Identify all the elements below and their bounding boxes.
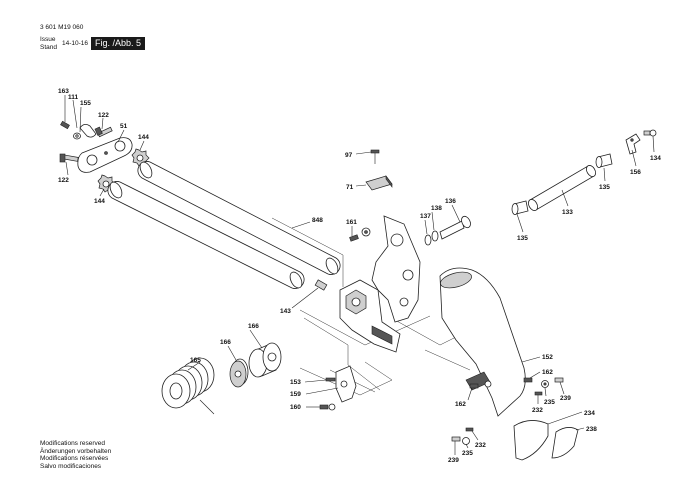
- part-label: 239: [560, 395, 571, 402]
- part-label: 137: [420, 213, 431, 220]
- plate-159: [335, 365, 357, 403]
- part-label: 232: [475, 442, 486, 449]
- cover-238: [551, 427, 579, 459]
- part-label: 153: [290, 379, 301, 386]
- part-label: 97: [345, 152, 353, 159]
- nut-235: [541, 380, 549, 388]
- part-label: 134: [650, 155, 661, 162]
- footer-line: Modifications reserved: [40, 440, 106, 447]
- figure-badge: Fig. /Abb. 5: [91, 37, 146, 50]
- screw-153: [325, 377, 336, 382]
- nut-235-bottom: [462, 437, 470, 445]
- part-label: 238: [586, 426, 597, 433]
- screw-163: [60, 120, 70, 130]
- part-label: 239: [448, 457, 459, 464]
- part-label: 111: [68, 94, 79, 101]
- washer-155: [73, 132, 81, 140]
- part-labels: 163 111 155 122 51 144 122 144 848 143 9…: [58, 88, 661, 464]
- cap-143: [314, 279, 328, 291]
- part-label: 122: [58, 177, 69, 184]
- part-label: 163: [58, 88, 69, 95]
- part-label: 234: [584, 410, 595, 417]
- part-label: 161: [346, 219, 357, 226]
- bearing-166-small: [229, 358, 249, 388]
- bushing-135-right: [595, 153, 613, 168]
- o-ring-138: [431, 230, 439, 242]
- screw-161: [349, 227, 371, 242]
- part-label: 136: [445, 198, 456, 205]
- screw-97: [370, 149, 380, 164]
- rod-133: [528, 165, 596, 211]
- footer-line: Änderungen vorbehalten: [40, 447, 112, 455]
- screw-160: [319, 403, 336, 411]
- clip-71: [365, 175, 393, 191]
- screw-162-left: [469, 383, 479, 389]
- part-label: 162: [542, 369, 553, 376]
- screw-239-bottom: [451, 436, 461, 442]
- bracket-156: [625, 133, 641, 155]
- part-label: 848: [312, 217, 323, 224]
- part-label: 51: [120, 123, 128, 130]
- leader-lines: [64, 95, 655, 455]
- part-label: 155: [80, 100, 91, 107]
- bearing-166-large: [248, 342, 282, 378]
- bushing-135-left: [511, 200, 529, 215]
- part-label: 232: [532, 407, 543, 414]
- screw-232: [534, 391, 543, 396]
- carriage-housing: [339, 279, 401, 353]
- guide-rod-upper: [137, 161, 341, 275]
- part-label: 138: [431, 205, 442, 212]
- footer-notes: Modifications reserved Änderungen vorbeh…: [40, 440, 111, 470]
- screw-232-bottom: [465, 427, 474, 432]
- spring-165: [161, 357, 215, 415]
- issue-label: Issue: [40, 36, 56, 43]
- part-label: 159: [290, 391, 301, 398]
- shaft-136: [439, 215, 471, 240]
- footer-line: Salvo modificaciones: [40, 462, 102, 470]
- chute-152: [439, 267, 526, 417]
- part-label: 165: [190, 357, 201, 364]
- guard-234: [513, 420, 549, 461]
- pivot-bracket: [371, 215, 421, 323]
- part-label: 166: [220, 339, 231, 346]
- part-label: 235: [462, 450, 473, 457]
- part-label: 71: [346, 184, 354, 191]
- part-label: 122: [98, 112, 109, 119]
- screw-239: [554, 377, 564, 383]
- screw-122-bottom: [59, 153, 79, 163]
- o-ring-137: [424, 234, 432, 246]
- guide-rod-lower: [107, 181, 305, 289]
- part-label: 135: [517, 235, 528, 242]
- footer-line: Modifications réservées: [40, 455, 109, 462]
- screw-122-top: [94, 126, 113, 138]
- part-label: 160: [290, 404, 301, 411]
- part-label: 143: [280, 308, 291, 315]
- issue-date: 14-10-16: [62, 40, 89, 47]
- part-label: 133: [562, 209, 573, 216]
- part-label: 235: [544, 399, 555, 406]
- clamp-111: [79, 124, 97, 138]
- screw-162-right: [523, 377, 533, 383]
- bracket-51: [77, 137, 133, 173]
- part-label: 144: [138, 134, 149, 141]
- doc-number: 3 601 M19 060: [40, 24, 84, 31]
- part-label: 135: [599, 184, 610, 191]
- part-label: 162: [455, 401, 466, 408]
- part-label: 166: [248, 323, 259, 330]
- part-label: 144: [94, 198, 105, 205]
- part-label: 156: [630, 169, 641, 176]
- part-label: 152: [542, 354, 553, 361]
- stand-label: Stand: [40, 44, 57, 51]
- screw-134: [643, 129, 657, 137]
